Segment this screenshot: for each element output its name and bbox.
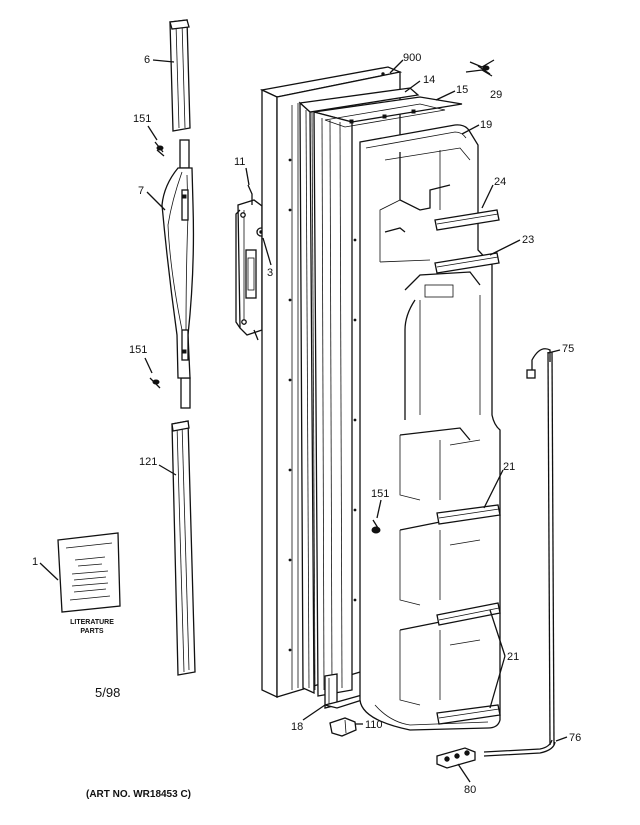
part-14-gasket xyxy=(298,87,420,695)
callout-labels: 6 151 7 151 121 1 11 3 900 14 15 29 19 2… xyxy=(32,52,581,796)
callout-121: 121 xyxy=(139,456,157,468)
callout-18: 18 xyxy=(291,721,303,733)
callout-11: 11 xyxy=(234,156,245,168)
part-15-liner-frame xyxy=(313,96,463,697)
callout-7: 7 xyxy=(138,185,144,197)
callout-80: 80 xyxy=(464,784,476,796)
part-110-cap xyxy=(329,717,357,737)
part-121-trim-strip xyxy=(171,420,196,676)
callout-14: 14 xyxy=(423,74,435,86)
callout-151-middle: 151 xyxy=(129,344,147,356)
part-151-screw-liner xyxy=(371,519,381,534)
callout-900: 900 xyxy=(403,52,421,64)
part-29-clip xyxy=(465,59,495,77)
part-24-shelf-rail xyxy=(434,209,500,231)
callout-151-top: 151 xyxy=(133,113,151,125)
callout-15: 15 xyxy=(456,84,468,96)
callout-19: 19 xyxy=(480,119,492,131)
part-21-shelf-rail-upper xyxy=(436,504,501,525)
art-number: (ART NO. WR18453 C) xyxy=(86,789,191,800)
callout-110: 110 xyxy=(365,719,383,731)
callout-6: 6 xyxy=(144,54,150,66)
part-18-bottom-rail xyxy=(324,673,363,709)
leader-lines xyxy=(39,59,568,783)
literature-label-line2: PARTS xyxy=(80,628,104,635)
part-80-connector xyxy=(436,747,476,769)
part-151-screw-middle xyxy=(149,377,161,389)
part-21-shelf-rail-middle xyxy=(436,602,501,626)
part-1-literature-booklet: LITERATURE PARTS xyxy=(57,532,121,635)
part-76-wire xyxy=(483,739,556,757)
callout-1: 1 xyxy=(32,556,38,568)
callout-21-lower: 21 xyxy=(507,651,519,663)
callout-76: 76 xyxy=(569,732,581,744)
callout-151-liner: 151 xyxy=(371,488,389,500)
part-151-screw-top xyxy=(154,141,165,157)
callout-75: 75 xyxy=(562,343,574,355)
part-19-door-liner xyxy=(359,124,501,731)
date-code: 5/98 xyxy=(95,685,120,700)
part-21-shelf-rail-lower xyxy=(436,704,501,725)
callout-3: 3 xyxy=(267,267,273,279)
part-11-bracket xyxy=(235,184,263,341)
callout-24: 24 xyxy=(494,176,506,188)
part-23-shelf-rail xyxy=(434,252,500,274)
part-6-trim-strip xyxy=(169,19,191,132)
part-7-handle xyxy=(161,139,195,409)
callout-29: 29 xyxy=(490,89,502,101)
callout-21-upper: 21 xyxy=(503,461,515,473)
part-75-tube xyxy=(526,348,555,746)
literature-label-line1: LITERATURE xyxy=(70,619,114,626)
callout-23: 23 xyxy=(522,234,534,246)
